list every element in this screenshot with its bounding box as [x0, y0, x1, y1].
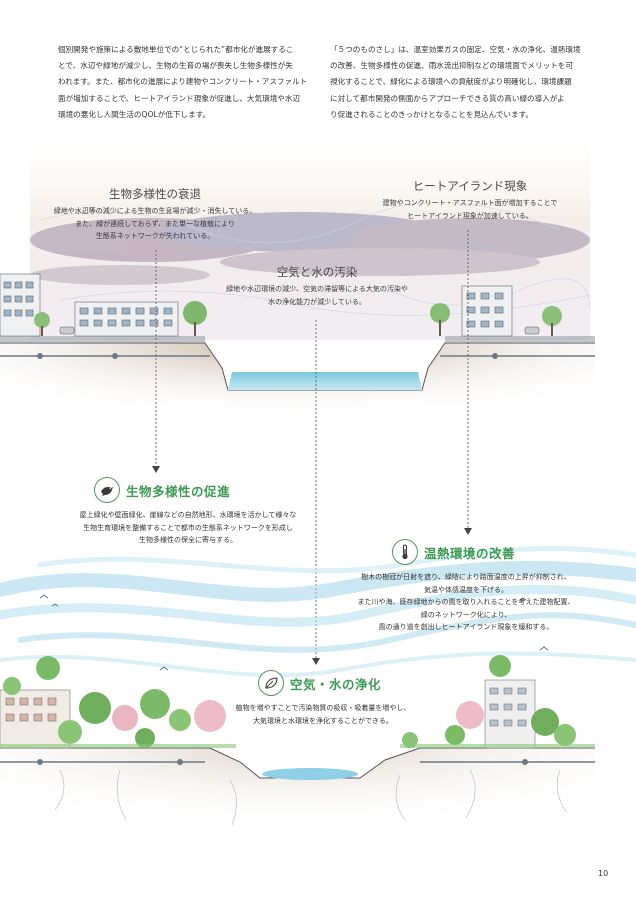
bottom-buildings [0, 679, 536, 749]
connector-lines [155, 230, 469, 658]
solution-desc: 植物を増やすことで汚染物質の吸収・吸着量を増やし、 大気環境と水環境を浄化するこ… [235, 704, 411, 725]
thermometer-icon [392, 539, 418, 565]
bottom-greenery [0, 655, 595, 748]
page-number: 10 [598, 869, 609, 878]
problem-desc: 緑地や水辺環境の減少、空気の滞留等による大気の汚染や 水の浄化能力が減少している… [226, 285, 408, 306]
bird-icon [94, 477, 120, 503]
birds [39, 594, 549, 671]
leaf-icon [258, 670, 284, 696]
problem-heat-island: ヒートアイランド現象 建物やコンクリート・アスファルト面が増加することで ヒート… [355, 178, 585, 222]
polluted-clouds [30, 212, 590, 285]
problem-title: ヒートアイランド現象 [412, 179, 528, 193]
problem-title: 生物多様性の衰退 [109, 187, 201, 201]
problem-title: 空気と水の汚染 [276, 265, 358, 279]
solution-title: 温熱環境の改善 [424, 545, 516, 561]
solution-title: 生物多様性の促進 [126, 483, 231, 499]
solution-title: 空気・水の浄化 [290, 676, 382, 692]
solution-air-water: 空気・水の浄化 植物を増やすことで汚染物質の吸収・吸着量を増やし、 大気環境と水… [218, 670, 428, 727]
problem-biodiversity-loss: 生物多様性の衰退 緑地や水辺等の減少による生物の生息場が減少・消失している。 ま… [30, 186, 280, 243]
intro-left: 個別開発や施策による敷地単位での“とじられた”都市化が進展するこ とで、水辺や緑… [58, 45, 308, 119]
top-buildings [0, 273, 513, 337]
wind-ribbons [0, 545, 636, 678]
problem-desc: 緑地や水辺等の減少による生物の生息場が減少・消失している。 また、緑が連続してお… [53, 207, 257, 240]
connector-arrows [152, 466, 472, 665]
solution-biodiversity: 生物多様性の促進 屋上緑化や壁面緑化、崖線などの自然地形、水環境を活かして様々な… [58, 477, 318, 547]
intro-right: 「５つのものさし」は、温室効果ガスの固定、空気・水の浄化、温熱環境 の改善、生物… [330, 45, 581, 119]
bottom-cross-section [0, 747, 595, 860]
solution-desc: 屋上緑化や壁面緑化、崖線などの自然地形、水環境を活かして様々な 生物生育環境を整… [79, 511, 297, 545]
solution-desc: 樹木の樹冠が日射を遮り、緑陰により路面温度の上昇が抑制され、 気温や体感温度を下… [357, 573, 575, 632]
top-cross-section [0, 336, 595, 450]
problem-pollution: 空気と水の汚染 緑地や水辺環境の減少、空気の滞留等による大気の汚染や 水の浄化能… [196, 264, 438, 308]
solution-thermal: 温熱環境の改善 樹木の樹冠が日射を遮り、緑陰により路面温度の上昇が抑制され、 気… [336, 539, 596, 634]
top-trees [34, 301, 562, 336]
problem-desc: 建物やコンクリート・アスファルト面が増加することで ヒートアイランド現象が加速し… [382, 199, 558, 220]
